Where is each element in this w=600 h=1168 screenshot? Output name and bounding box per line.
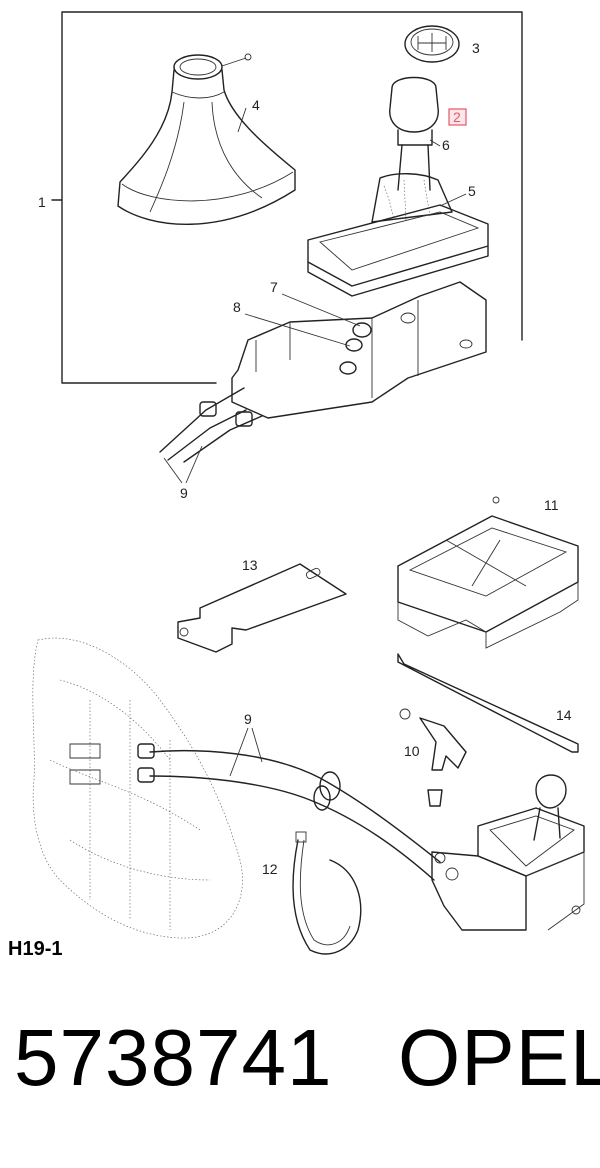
callout-3: 3: [472, 40, 480, 56]
trim-strip: [397, 653, 579, 753]
cable-ties: [292, 831, 362, 955]
callout-9-lower: 9: [244, 711, 252, 727]
part-number: 5738741: [14, 1013, 333, 1102]
gearshift-assembly-lower: [431, 774, 585, 931]
console-boot: [307, 173, 489, 297]
gaiter-boot: [117, 53, 296, 225]
storage-tray: [397, 496, 579, 649]
callout-10: 10: [404, 743, 420, 759]
callout-8: 8: [233, 299, 241, 315]
callout-2: 2: [453, 109, 461, 125]
callout-12: 12: [262, 861, 278, 877]
assembly-bracket: [51, 11, 523, 384]
mounting-bracket: [177, 563, 347, 653]
shift-pattern-cap: [404, 25, 460, 63]
shift-cables-upper: [159, 387, 263, 484]
diagram-code: H19-1: [8, 938, 63, 960]
shift-cables-lower: [137, 727, 441, 881]
callout-4: 4: [252, 97, 260, 113]
callout-9-upper: 9: [180, 485, 188, 501]
brand-name: OPEL: [398, 1013, 600, 1102]
callout-11: 11: [544, 497, 559, 513]
transmission-housing: [32, 637, 243, 939]
callout-7: 7: [270, 279, 278, 295]
gearshift-housing: [231, 281, 487, 419]
callout-5: 5: [468, 183, 476, 199]
callout-14: 14: [556, 707, 572, 723]
callout-6: 6: [442, 137, 450, 153]
callout-2-highlight: 2: [448, 108, 467, 126]
callout-1: 1: [38, 194, 46, 210]
callout-13: 13: [242, 557, 258, 573]
shift-knob: [389, 76, 439, 191]
leader-lines: [237, 107, 467, 347]
clip-lever: [399, 708, 467, 807]
